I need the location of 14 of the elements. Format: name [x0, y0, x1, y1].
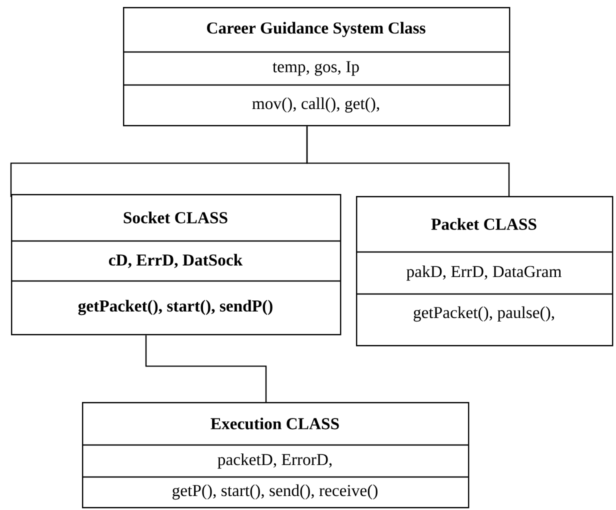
class-name: Socket CLASS: [124, 212, 228, 224]
method-list: getP(), start(), send(), receive(): [172, 484, 378, 500]
class-name: Career Guidance System Class: [207, 22, 426, 38]
attribute-list: temp, gos, Ip: [272, 61, 359, 76]
connector-line: [306, 126, 510, 196]
attribute-list: pakD, ErrD, DataGram: [406, 265, 562, 281]
connector-line: [145, 335, 267, 402]
attribute-list: cD, ErrD, DatSock: [108, 254, 243, 268]
method-list: getPacket(), start(), sendP(): [78, 300, 272, 316]
attribute-list: packetD, ErrorD,: [218, 453, 332, 469]
method-list: mov(), call(), get(),: [252, 97, 380, 113]
class-name: Packet CLASS: [431, 218, 536, 230]
method-list: getPacket(), paulse(),: [414, 306, 554, 322]
class-name: Execution CLASS: [210, 418, 339, 430]
